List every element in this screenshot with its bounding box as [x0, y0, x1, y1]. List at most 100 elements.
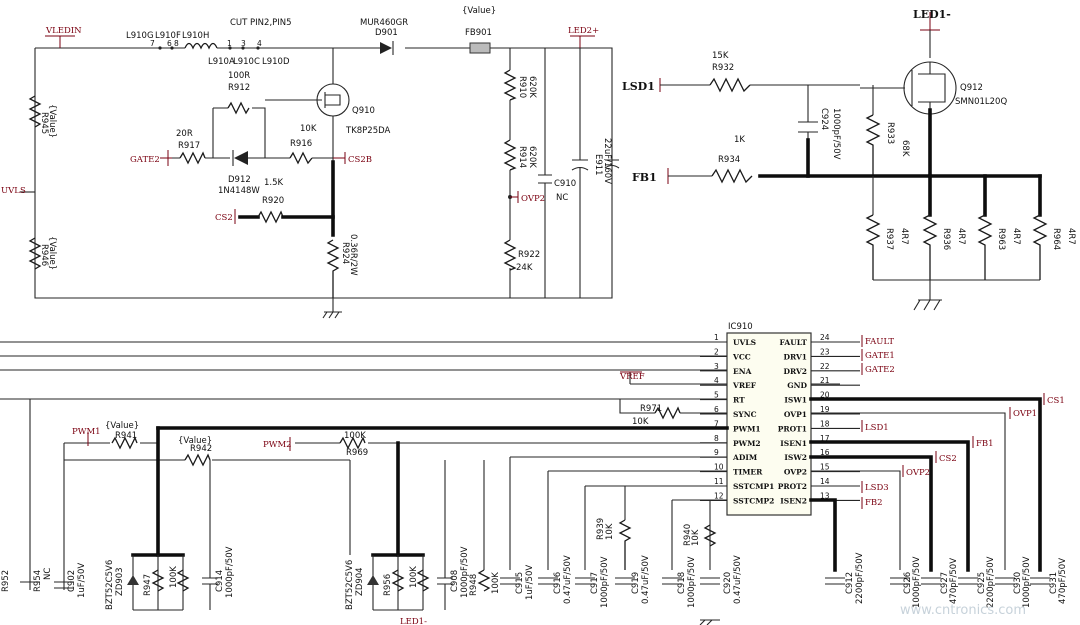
ic-pin-9-name: ADIM [732, 453, 757, 462]
ic-pin-12-number: 12 [714, 491, 724, 500]
ic-pin-22-name: DRV2 [783, 367, 807, 376]
c930-value: 1000pF/50V [1022, 556, 1032, 608]
ic-pin-24-name: FAULT [780, 338, 808, 347]
resistor-r912 [227, 101, 250, 115]
r969-value: 100K [344, 431, 366, 441]
resistor-r934 [711, 168, 753, 184]
ic-pin-6-number: 6 [714, 405, 719, 414]
r948-label: R948 [469, 574, 479, 596]
r912-label: R912 [228, 83, 250, 93]
r922-label: R922 [518, 250, 540, 260]
ic-pin-16-number: 16 [820, 448, 830, 457]
resistor-r914 [503, 139, 517, 171]
c931-label: C931 [1049, 572, 1059, 594]
r910-value: 620K [527, 76, 537, 98]
ic-pin-23-name: DRV1 [783, 352, 807, 361]
r963-label: R963 [996, 228, 1006, 250]
d901-label: D901 [375, 28, 398, 38]
c924-label: C924 [819, 108, 829, 130]
cs2-net: CS2 [215, 213, 233, 223]
c912-value: 2200pF/50V [855, 552, 865, 604]
r933-value: 68K [900, 140, 910, 157]
resistor-r917 [179, 151, 206, 165]
ic-pin-9-number: 9 [714, 448, 719, 457]
ic-pin-2-number: 2 [714, 347, 719, 356]
r969-label: R969 [346, 448, 368, 458]
c920-value: 0.47uF/50V [733, 555, 743, 604]
resistor-r963 [977, 214, 993, 280]
resistor-r945 [28, 95, 42, 128]
r920-label: R920 [262, 196, 284, 206]
l910g-label: L910G [126, 31, 154, 41]
r946-label: R946 [39, 244, 49, 266]
q912-value: SMN01L20Q [955, 97, 1007, 107]
bzt2-label: BZT52C5V6 [345, 560, 355, 610]
vref-net: VREF [619, 372, 645, 382]
zd903-label: ZD903 [115, 567, 125, 596]
r100k3-label: 100K [491, 572, 501, 594]
resistor-r932 [709, 77, 751, 93]
ic910-label: IC910 [728, 322, 753, 332]
l910a-label: L910A [208, 57, 235, 67]
fb1b-net: FB1 [976, 439, 994, 449]
ic-pin-16-name: ISW2 [784, 453, 807, 462]
zener-zd903 [127, 575, 139, 585]
value-top-label: {Value} [462, 6, 496, 16]
ic-pin-11-number: 11 [714, 477, 724, 486]
bottom-labels: R952 R954 NC C902 1uF/50V BZT52C5V6 ZD90… [1, 518, 1068, 625]
ic-pin-1-number: 1 [714, 333, 719, 342]
resistor-r922 [503, 239, 517, 271]
r940-label: R940 [683, 524, 693, 546]
q910-value: TK8P25DA [345, 126, 391, 136]
resistor-r100k-a [176, 569, 190, 592]
c908-label: C908 [450, 570, 460, 592]
c902-value: 1uF/50V [77, 563, 87, 598]
c919-label: C919 [631, 572, 641, 594]
r971-value: 10K [632, 417, 649, 427]
c912-label: C912 [845, 572, 855, 594]
r932-value: 15K [712, 51, 729, 61]
c914-value: 1000pF/50V [225, 546, 235, 598]
nc-label: NC [43, 568, 53, 580]
ovp2b-net: OVP2 [906, 468, 930, 478]
c919-value: 0.47uF/50V [641, 555, 651, 604]
r941-label: R941 [115, 431, 137, 441]
ic-pin-23-number: 23 [820, 347, 830, 356]
c917-value: 1000pF/50V [600, 556, 610, 608]
ic910-body [726, 332, 812, 516]
r100k-label: 100K [169, 566, 179, 588]
r10k-label: 10K [605, 523, 615, 540]
l910d-label: L910D [262, 57, 290, 67]
r941-value: {Value} [105, 421, 139, 431]
c925-value: 2200pF/50V [986, 556, 996, 608]
r910-label: R910 [517, 76, 527, 98]
bzt-label: BZT52C5V6 [105, 560, 115, 610]
cs1-net: CS1 [1047, 396, 1065, 406]
r917-value: 20R [176, 129, 193, 139]
pin6-label: 6 [167, 39, 172, 48]
resistor-r946 [28, 237, 42, 270]
pin3-label: 3 [241, 39, 246, 48]
diode-d901 [380, 42, 392, 54]
c915-value: 1uF/50V [525, 565, 535, 600]
r932-label: R932 [712, 63, 734, 73]
r933-label: R933 [885, 122, 895, 144]
r920-value: 1.5K [264, 178, 284, 188]
r937-value: 4R7 [899, 228, 909, 245]
ic-pin-3-name: ENA [733, 367, 752, 376]
resistor-r910 [503, 69, 517, 101]
r954-label: R954 [33, 570, 43, 592]
r964-value: 4R7 [1066, 228, 1076, 245]
ic-pin-18-number: 18 [820, 419, 830, 428]
lsd3-net: LSD3 [865, 483, 889, 493]
ic-pin-1-name: UVLS [733, 338, 756, 347]
ic-pin-12-name: SSTCMP2 [733, 496, 774, 505]
r934-label: R934 [718, 155, 740, 165]
r942-value: {Value} [178, 436, 212, 446]
ic-pin-22-number: 22 [820, 362, 830, 371]
r937-label: R937 [884, 228, 894, 250]
cs2b-net: CS2B [348, 155, 372, 165]
ic-pin-17-name: ISEN1 [780, 439, 807, 448]
c926-value: 1000pF/50V [912, 556, 922, 608]
r912-value: 100R [228, 71, 250, 81]
